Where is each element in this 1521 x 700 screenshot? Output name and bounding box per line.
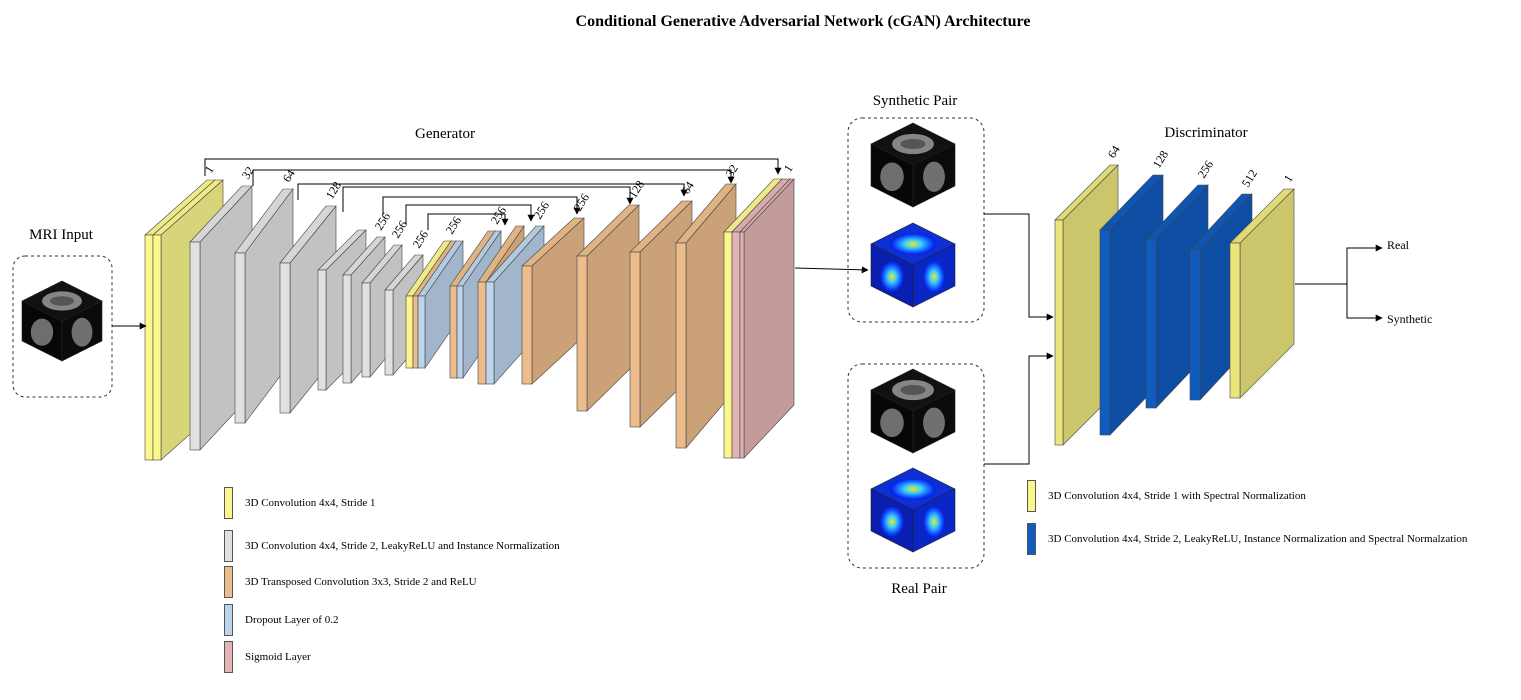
legend-label: Dropout Layer of 0.2	[245, 614, 339, 626]
legend-label: 3D Convolution 4x4, Stride 2, LeakyReLU,…	[1048, 533, 1468, 545]
generator-label: Generator	[415, 126, 475, 142]
legend-item: 3D Transposed Convolution 3x3, Stride 2 …	[224, 566, 477, 598]
generator-output-arrow	[794, 266, 869, 274]
legend-swatch	[224, 487, 233, 519]
output-synthetic-arrow	[1346, 284, 1383, 322]
legend-label: Sigmoid Layer	[245, 651, 311, 663]
skip-connection	[342, 186, 634, 212]
legend-item: Dropout Layer of 0.2	[224, 604, 338, 636]
legend-label: 3D Convolution 4x4, Stride 1	[245, 497, 376, 509]
real-heatmap-cube	[870, 467, 956, 553]
layer-label: 64	[1105, 143, 1123, 161]
discriminator-layers: 64 128 256 512 1	[1054, 143, 1296, 446]
synthetic-pair-box	[847, 117, 985, 323]
synthetic-mri-cube	[870, 122, 956, 208]
legend-swatch	[224, 566, 233, 598]
real-pair-box	[847, 363, 985, 569]
output-real-arrow	[1346, 244, 1383, 284]
legend-item: Sigmoid Layer	[224, 641, 311, 673]
layer-label: 256	[410, 228, 431, 251]
gen-layer-transposed: 256	[521, 191, 592, 385]
gen-layer-dropout	[417, 240, 464, 369]
legend-label: 3D Convolution 4x4, Stride 1 with Spectr…	[1048, 490, 1306, 502]
layer-label: 256	[372, 210, 393, 233]
layer-label: 1	[202, 163, 217, 176]
layer-label: 256	[571, 191, 592, 214]
legend-item: 3D Convolution 4x4, Stride 1 with Spectr…	[1027, 480, 1306, 512]
flow-arrows	[112, 213, 1383, 465]
skip-connection	[427, 213, 509, 230]
layer-label: 256	[1195, 158, 1216, 181]
layer-label: 256	[443, 214, 464, 237]
legend-item: 3D Convolution 4x4, Stride 2, LeakyReLU …	[224, 530, 560, 562]
layer-label: 256	[531, 199, 552, 222]
layer-label: 1	[781, 162, 796, 175]
diagram-title: Conditional Generative Adversarial Netwo…	[576, 13, 1031, 30]
legend-swatch	[1027, 523, 1036, 555]
discriminator-label: Discriminator	[1164, 125, 1247, 141]
skip-connection	[405, 204, 535, 224]
layer-label: 128	[1150, 148, 1171, 171]
output-real-label: Real	[1387, 238, 1410, 252]
output-synthetic-label: Synthetic	[1387, 312, 1432, 326]
disc-layer-conv-stride1: 1	[1229, 172, 1296, 399]
layer-label: 64	[679, 179, 697, 197]
skip-connection	[204, 158, 782, 176]
synthetic-pair-label: Synthetic Pair	[873, 93, 958, 109]
layer-label: 128	[626, 178, 647, 201]
skip-connections	[204, 158, 782, 230]
synthetic-to-discriminator-arrow	[984, 213, 1054, 321]
real-mri-cube	[870, 368, 956, 454]
skip-connection	[382, 196, 581, 215]
legend-item: 3D Convolution 4x4, Stride 2, LeakyReLU,…	[1027, 523, 1467, 555]
skip-connection	[252, 169, 735, 186]
legend-swatch	[224, 604, 233, 636]
layer-label: 256	[389, 218, 410, 241]
mri-input-cube	[21, 280, 103, 362]
real-to-discriminator-arrow	[984, 352, 1054, 465]
legend-label: 3D Convolution 4x4, Stride 2, LeakyReLU …	[245, 540, 560, 552]
legend-swatch	[224, 641, 233, 673]
layer-label: 1	[1281, 172, 1296, 185]
legend-label: 3D Transposed Convolution 3x3, Stride 2 …	[245, 576, 477, 588]
gen-layer-transposed: 32	[675, 162, 741, 449]
layer-label: 32	[723, 162, 741, 180]
legend-swatch	[1027, 480, 1036, 512]
layer-label: 128	[323, 179, 344, 202]
legend-swatch	[224, 530, 233, 562]
layer-label: 256	[488, 204, 509, 227]
legend-item: 3D Convolution 4x4, Stride 1	[224, 487, 375, 519]
layer-label: 32	[239, 164, 257, 182]
skip-connection	[297, 183, 688, 200]
layer-label: 512	[1239, 167, 1260, 190]
synthetic-heatmap-cube	[870, 222, 956, 308]
mri-input-label: MRI Input	[29, 227, 94, 243]
real-pair-label: Real Pair	[891, 581, 946, 597]
